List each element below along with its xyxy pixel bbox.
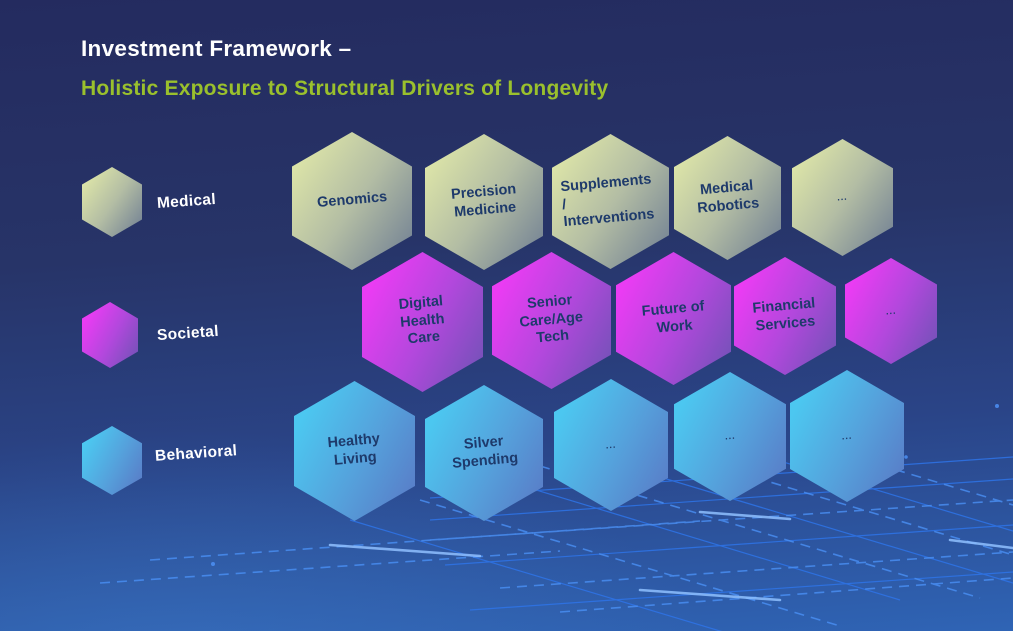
hex-healthy-living: Healthy Living <box>294 381 415 521</box>
hex-label: ... <box>724 430 736 442</box>
hex-label: Future of Work <box>640 298 705 337</box>
hex-label: ... <box>836 191 849 203</box>
hex-label: Supplements / Interventions <box>559 171 656 231</box>
hex-behavioral-more-2: ... <box>674 372 786 501</box>
hex-behavioral-more-1: ... <box>554 379 668 511</box>
page-subtitle: Holistic Exposure to Structural Drivers … <box>81 77 609 100</box>
hex-label: Genomics <box>316 189 388 212</box>
hex-label: Digital Health Care <box>398 293 446 349</box>
hex-digital-health-care: Digital Health Care <box>362 252 483 392</box>
legend-hexagon-behavioral <box>82 426 142 495</box>
hex-behavioral-more-3: ... <box>790 370 904 502</box>
hex-genomics: Genomics <box>292 132 412 270</box>
hex-label: ... <box>841 430 853 441</box>
hex-label: Financial Services <box>752 295 817 335</box>
hex-label: Senior Care/Age Tech <box>519 292 584 347</box>
hex-label: Silver Spending <box>451 433 519 472</box>
hex-label: Healthy Living <box>326 431 381 469</box>
hex-label: Precision Medicine <box>449 181 517 221</box>
hex-label: Medical Robotics <box>696 178 760 217</box>
hex-label: ... <box>885 305 897 316</box>
hex-supplements-interventions: Supplements / Interventions <box>552 134 669 269</box>
hex-future-of-work: Future of Work <box>616 252 731 385</box>
page-title: Investment Framework – <box>81 36 352 61</box>
legend-hexagon-medical <box>82 167 142 237</box>
hex-label: ... <box>605 439 617 450</box>
